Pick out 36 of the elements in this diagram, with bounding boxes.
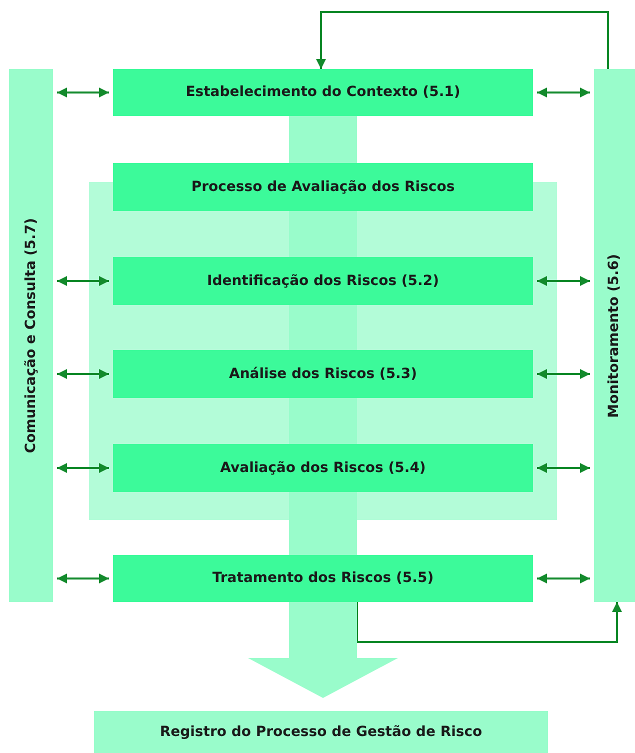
process-box — [113, 69, 533, 116]
node-text: Monitoramento (5.6) — [605, 254, 623, 418]
arrow — [537, 88, 590, 98]
arrow — [316, 11, 609, 69]
node-text: Estabelecimento do Contexto (5.1) — [186, 83, 460, 102]
arrow — [57, 369, 109, 379]
arrow — [537, 574, 590, 584]
flow-band — [289, 211, 357, 257]
arrow — [356, 602, 622, 643]
node-text: Registro do Processo de Gestão de Risco — [160, 722, 482, 742]
arrow — [537, 276, 590, 286]
process-box — [113, 444, 533, 492]
side-bar — [594, 69, 635, 602]
process-box — [113, 257, 533, 305]
arrow — [57, 574, 109, 584]
node-text: Análise dos Riscos (5.3) — [228, 364, 418, 384]
process-box — [113, 350, 533, 398]
arrow — [57, 463, 109, 473]
arrow — [57, 276, 109, 286]
process-box — [94, 711, 548, 753]
flow-band — [248, 602, 398, 698]
flow-band — [289, 492, 357, 555]
node-text: Identificação dos Riscos (5.2) — [206, 272, 440, 290]
flow-band — [289, 116, 357, 163]
node-text: Comunicação e Consulta (5.7) — [22, 218, 40, 454]
node-text: Processo de Avaliação dos Riscos — [191, 178, 455, 196]
process-box — [113, 555, 533, 602]
process-box — [113, 163, 533, 211]
node-text: Tratamento dos Riscos (5.5) — [212, 569, 434, 588]
node-text: Avaliação dos Riscos (5.4) — [220, 458, 426, 478]
arrow — [537, 369, 590, 379]
arrow — [57, 88, 109, 98]
flow-band — [289, 398, 357, 444]
flow-band — [289, 305, 357, 350]
arrow — [537, 463, 590, 473]
side-bar — [9, 69, 53, 602]
